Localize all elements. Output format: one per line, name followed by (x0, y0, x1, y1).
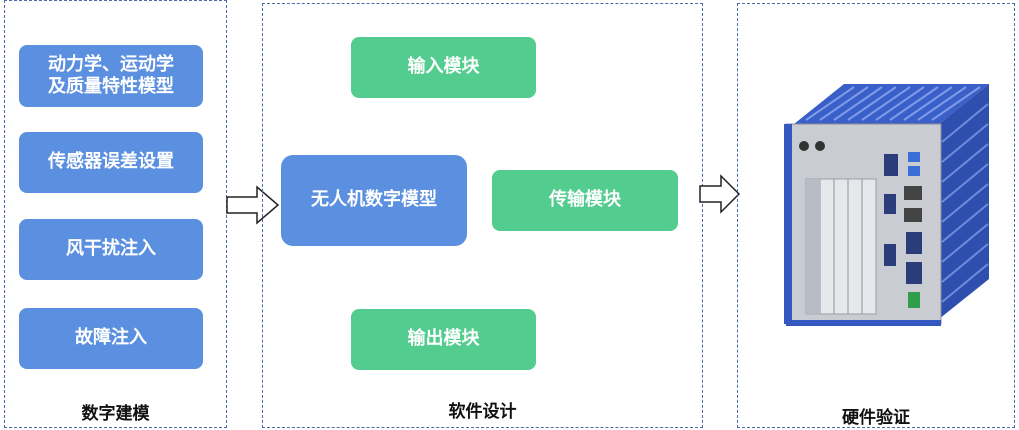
sensor-error-label: 传感器误差设置 (48, 151, 174, 173)
transfer-module-box: 传输模块 (492, 170, 678, 231)
hardware-title: 硬件验证 (842, 408, 910, 428)
modeling-panel: 动力学、运动学 及质量特性模型 传感器误差设置 风干扰注入 故障注入 数字建模 (4, 0, 227, 428)
software-title: 软件设计 (448, 402, 517, 422)
modeling-title: 数字建模 (81, 404, 150, 424)
input-module-box: 输入模块 (351, 37, 536, 98)
software-panel: 输入模块 无人机数字模型 传输模块 输出模块 软件设计 (262, 3, 703, 428)
dynamics-model-line2: 及质量特性模型 (48, 76, 174, 97)
transfer-module-label: 传输模块 (549, 189, 621, 211)
arrow-icon (226, 185, 280, 225)
uav-digital-model-box: 无人机数字模型 (281, 155, 467, 246)
dynamics-model-line1: 动力学、运动学 (48, 53, 174, 75)
hardware-panel: 硬件验证 (737, 3, 1015, 428)
arrow-icon (699, 174, 741, 214)
fault-injection-label: 故障注入 (75, 327, 147, 349)
fault-injection-box: 故障注入 (19, 308, 203, 369)
input-module-label: 输入模块 (407, 56, 480, 78)
output-module-box: 输出模块 (351, 309, 536, 370)
dynamics-model-box: 动力学、运动学 及质量特性模型 (19, 45, 203, 107)
wind-disturbance-box: 风干扰注入 (19, 219, 203, 280)
uav-digital-model-label: 无人机数字模型 (311, 189, 437, 211)
output-module-label: 输出模块 (407, 328, 480, 350)
sensor-error-box: 传感器误差设置 (19, 132, 203, 193)
industrial-computer-image (784, 84, 989, 326)
wind-disturbance-label: 风干扰注入 (66, 238, 156, 260)
